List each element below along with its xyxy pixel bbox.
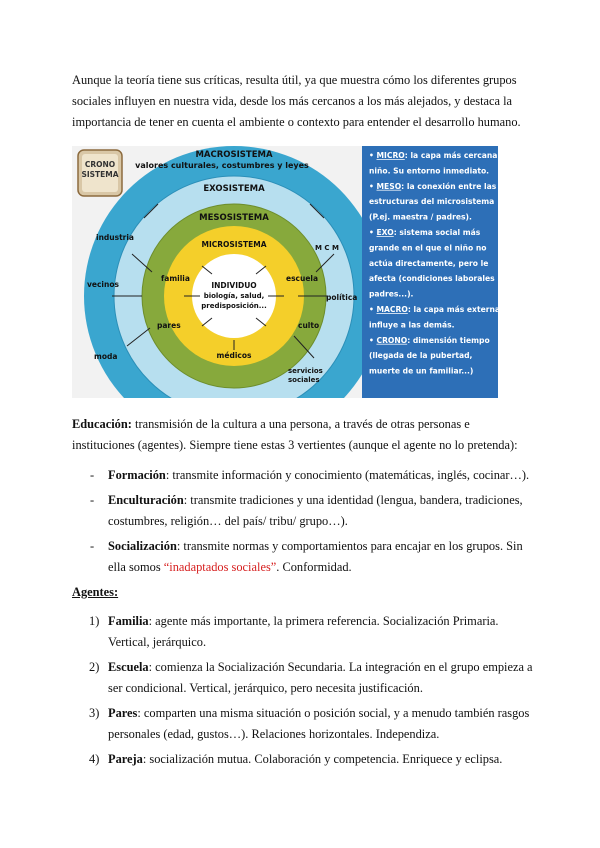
individual-core [192, 254, 276, 338]
exo-title: EXOSISTEMA [203, 184, 265, 194]
crono-label-2: SISTEMA [81, 170, 118, 179]
term-text: : comparten una misma situación o posici… [108, 706, 530, 741]
label-escuela: escuela [286, 274, 318, 283]
term: Socialización [108, 539, 177, 553]
term: Escuela [108, 660, 149, 674]
list-number: 2) [89, 660, 100, 674]
label-industria: industria [96, 233, 134, 242]
legend-line: influye a las demás. [369, 320, 455, 329]
label-culto: culto [298, 321, 319, 330]
individuo-title: INDIVIDUO [211, 281, 256, 290]
list-item: 1) Familia: agente más importante, la pr… [72, 611, 534, 653]
agents-heading: Agentes: [72, 585, 119, 599]
macro-subtitle: valores culturales, costumbres y leyes [135, 161, 309, 170]
agents-list: 1) Familia: agente más importante, la pr… [72, 611, 534, 774]
micro-title: MICROSISTEMA [201, 240, 266, 249]
legend-panel [362, 146, 498, 398]
list-item: 2) Escuela: comienza la Socialización Se… [72, 657, 534, 699]
legend-line: • MICRO: la capa más cercana al [369, 151, 498, 160]
list-item: 4) Pareja: socialización mutua. Colabora… [72, 749, 534, 770]
legend-line: • EXO: sistema social más [369, 228, 481, 237]
legend-text: • MICRO: la capa más cercana al niño. Su … [369, 151, 498, 376]
legend-line: (llegada de la pubertad, [369, 351, 473, 360]
intro-paragraph: Aunque la teoría tiene sus críticas, res… [72, 73, 521, 129]
legend-line: muerte de un familiar...) [369, 367, 473, 376]
term: Pareja [108, 752, 143, 766]
term-text: : comienza la Socialización Secundaria. … [108, 660, 533, 695]
legend-line: actúa directamente, pero le [369, 259, 488, 268]
list-bullet: - [90, 493, 95, 507]
term: Pares [108, 706, 138, 720]
term-text: : transmite tradiciones y una identidad … [108, 493, 523, 528]
label-medicos: médicos [217, 351, 252, 360]
list-bullet: - [90, 468, 95, 482]
label-sociales: sociales [288, 376, 320, 384]
education-paragraph: Educación: transmisión de la cultura a u… [72, 414, 534, 456]
term: Formación [108, 468, 166, 482]
term-text: : agente más importante, la primera refe… [108, 614, 499, 649]
legend-line: niño. Su entorno inmediato. [369, 166, 489, 175]
individuo-sub1: biología, salud, [204, 292, 265, 300]
list-item: - Socialización: transmite normas y comp… [72, 536, 534, 578]
list-item: 3) Pares: comparten una misma situación … [72, 703, 534, 745]
legend-line: • MESO: la conexión entre las [369, 182, 497, 191]
list-number: 3) [89, 706, 100, 720]
legend-line: estructuras del microsistema [369, 197, 494, 206]
label-familia: familia [161, 274, 190, 283]
term: Enculturación [108, 493, 184, 507]
term-text: : transmite normas y comportamientos par… [108, 539, 523, 574]
label-vecinos: vecinos [87, 280, 119, 289]
list-item: - Formación: transmite información y con… [72, 465, 534, 486]
term-tail: . Conformidad. [276, 560, 352, 574]
highlight-text: “inadaptados sociales” [163, 560, 277, 574]
list-item: - Enculturación: transmite tradiciones y… [72, 490, 534, 532]
label-servicios: servicios [288, 367, 323, 375]
label-moda: moda [94, 352, 117, 361]
term-text: : socialización mutua. Colaboración y co… [142, 752, 503, 766]
label-mcm: M C M [315, 244, 339, 252]
term-text: : transmite información y conocimiento (… [165, 468, 530, 482]
term: Familia [108, 614, 149, 628]
crono-label: CRONO [85, 160, 115, 169]
legend-line: • MACRO: la capa más externa, [369, 305, 498, 314]
agents-heading-wrap: Agentes: [72, 582, 534, 603]
hourglass-scroll-icon [77, 149, 123, 197]
macro-title: MACROSISTEMA [195, 150, 273, 160]
label-politica: política [326, 293, 357, 302]
meso-title: MESOSISTEMA [199, 213, 269, 223]
education-text: transmisión de la cultura a una persona,… [72, 417, 518, 452]
vertientes-list: - Formación: transmite información y con… [72, 465, 534, 582]
list-number: 1) [89, 614, 100, 628]
legend-line: (P.ej. maestra / padres). [369, 213, 472, 222]
list-number: 4) [89, 752, 100, 766]
education-label: Educación: [72, 417, 132, 431]
legend-line: • CRONO: dimensión tiempo [369, 336, 490, 345]
list-bullet: - [90, 539, 95, 553]
arrow-group [112, 203, 335, 359]
label-pares: pares [157, 321, 181, 330]
bronfenbrenner-ecological-diagram: CRONO SISTEMA MACROSISTEMA valores cultu… [72, 146, 498, 398]
legend-line: grande en el que el niño no [369, 243, 486, 252]
legend-line: padres...). [369, 290, 414, 299]
individuo-sub2: predisposición... [201, 302, 267, 310]
legend-line: afecta (condiciones laborales [369, 274, 495, 283]
